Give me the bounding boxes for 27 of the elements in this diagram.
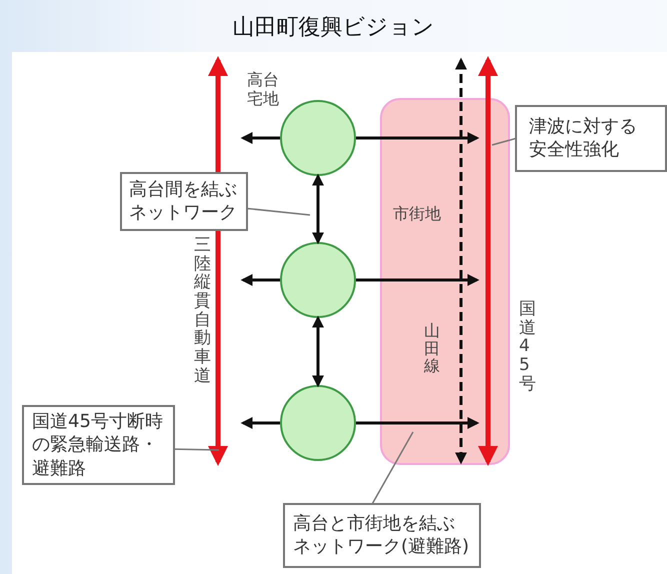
leader-line <box>492 138 516 146</box>
town-area <box>380 98 510 465</box>
arrow <box>240 132 280 144</box>
arrow <box>356 132 480 144</box>
arrow <box>240 417 280 429</box>
arrow <box>356 274 480 286</box>
node-text: 国道45号寸断時の緊急輸送路・避難路 <box>32 410 164 480</box>
node-text: 津波に対する安全性強化 <box>529 115 638 162</box>
diagram-title: 山田町復興ビジョン <box>232 14 436 42</box>
callout-box <box>515 105 667 172</box>
arrow <box>312 316 324 388</box>
leader-line <box>174 448 220 451</box>
vertical-label: 国道45号 <box>519 300 536 394</box>
node-text: 高台間を結ぶネットワーク <box>129 178 238 225</box>
arrow <box>312 174 324 244</box>
arrow <box>240 274 280 286</box>
leader-line <box>246 208 310 216</box>
callout-box <box>22 405 176 486</box>
node-text: 市街地 <box>393 204 441 225</box>
callout-box <box>283 503 482 568</box>
vertical-label: 三陸縦貫自動車道 <box>194 236 211 386</box>
node-text: 高台と市街地を結ぶネットワーク(避難路) <box>293 512 470 559</box>
vertical-label: 山田線 <box>424 322 440 375</box>
leader-line <box>372 432 414 504</box>
arrow <box>356 417 480 429</box>
callout-box <box>120 172 248 231</box>
area-label: 高台宅地 <box>247 70 280 108</box>
